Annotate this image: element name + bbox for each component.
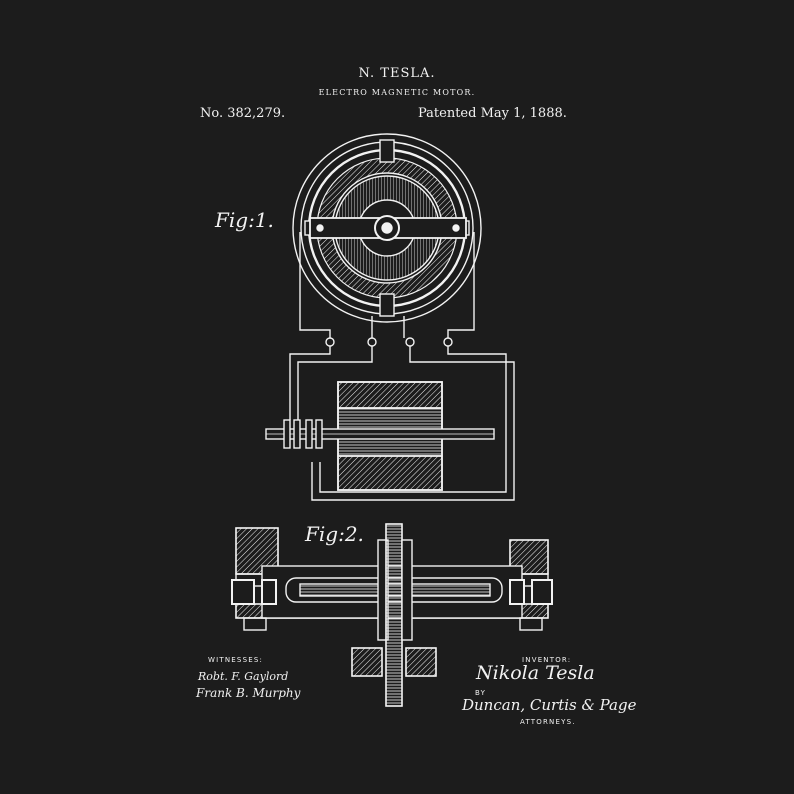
inventor-signature: Nikola Tesla — [476, 662, 595, 684]
witness-signature-1: Robt. F. Gaylord — [198, 670, 289, 683]
patent-number: No. 382,279. — [200, 106, 286, 121]
fig1-motor — [265, 346, 515, 501]
figure-2-label: Fig:2. — [305, 522, 364, 546]
attorney-signature: Duncan, Curtis & Page — [462, 696, 637, 714]
figure-1-label: Fig:1. — [215, 208, 274, 232]
inventor-name-heading: N. TESLA. — [358, 66, 436, 81]
patent-date: Patented May 1, 1888. — [418, 106, 567, 121]
fig1-generator-ring — [292, 133, 482, 347]
attorneys-label: ATTORNEYS. — [520, 718, 576, 726]
inventor-label: INVENTOR: — [522, 656, 572, 664]
fig2-section — [231, 523, 553, 707]
witness-signature-2: Frank B. Murphy — [196, 686, 301, 700]
by-label: BY — [475, 689, 487, 697]
invention-title: ELECTRO MAGNETIC MOTOR. — [318, 88, 476, 97]
witnesses-label: WITNESSES: — [208, 656, 264, 664]
